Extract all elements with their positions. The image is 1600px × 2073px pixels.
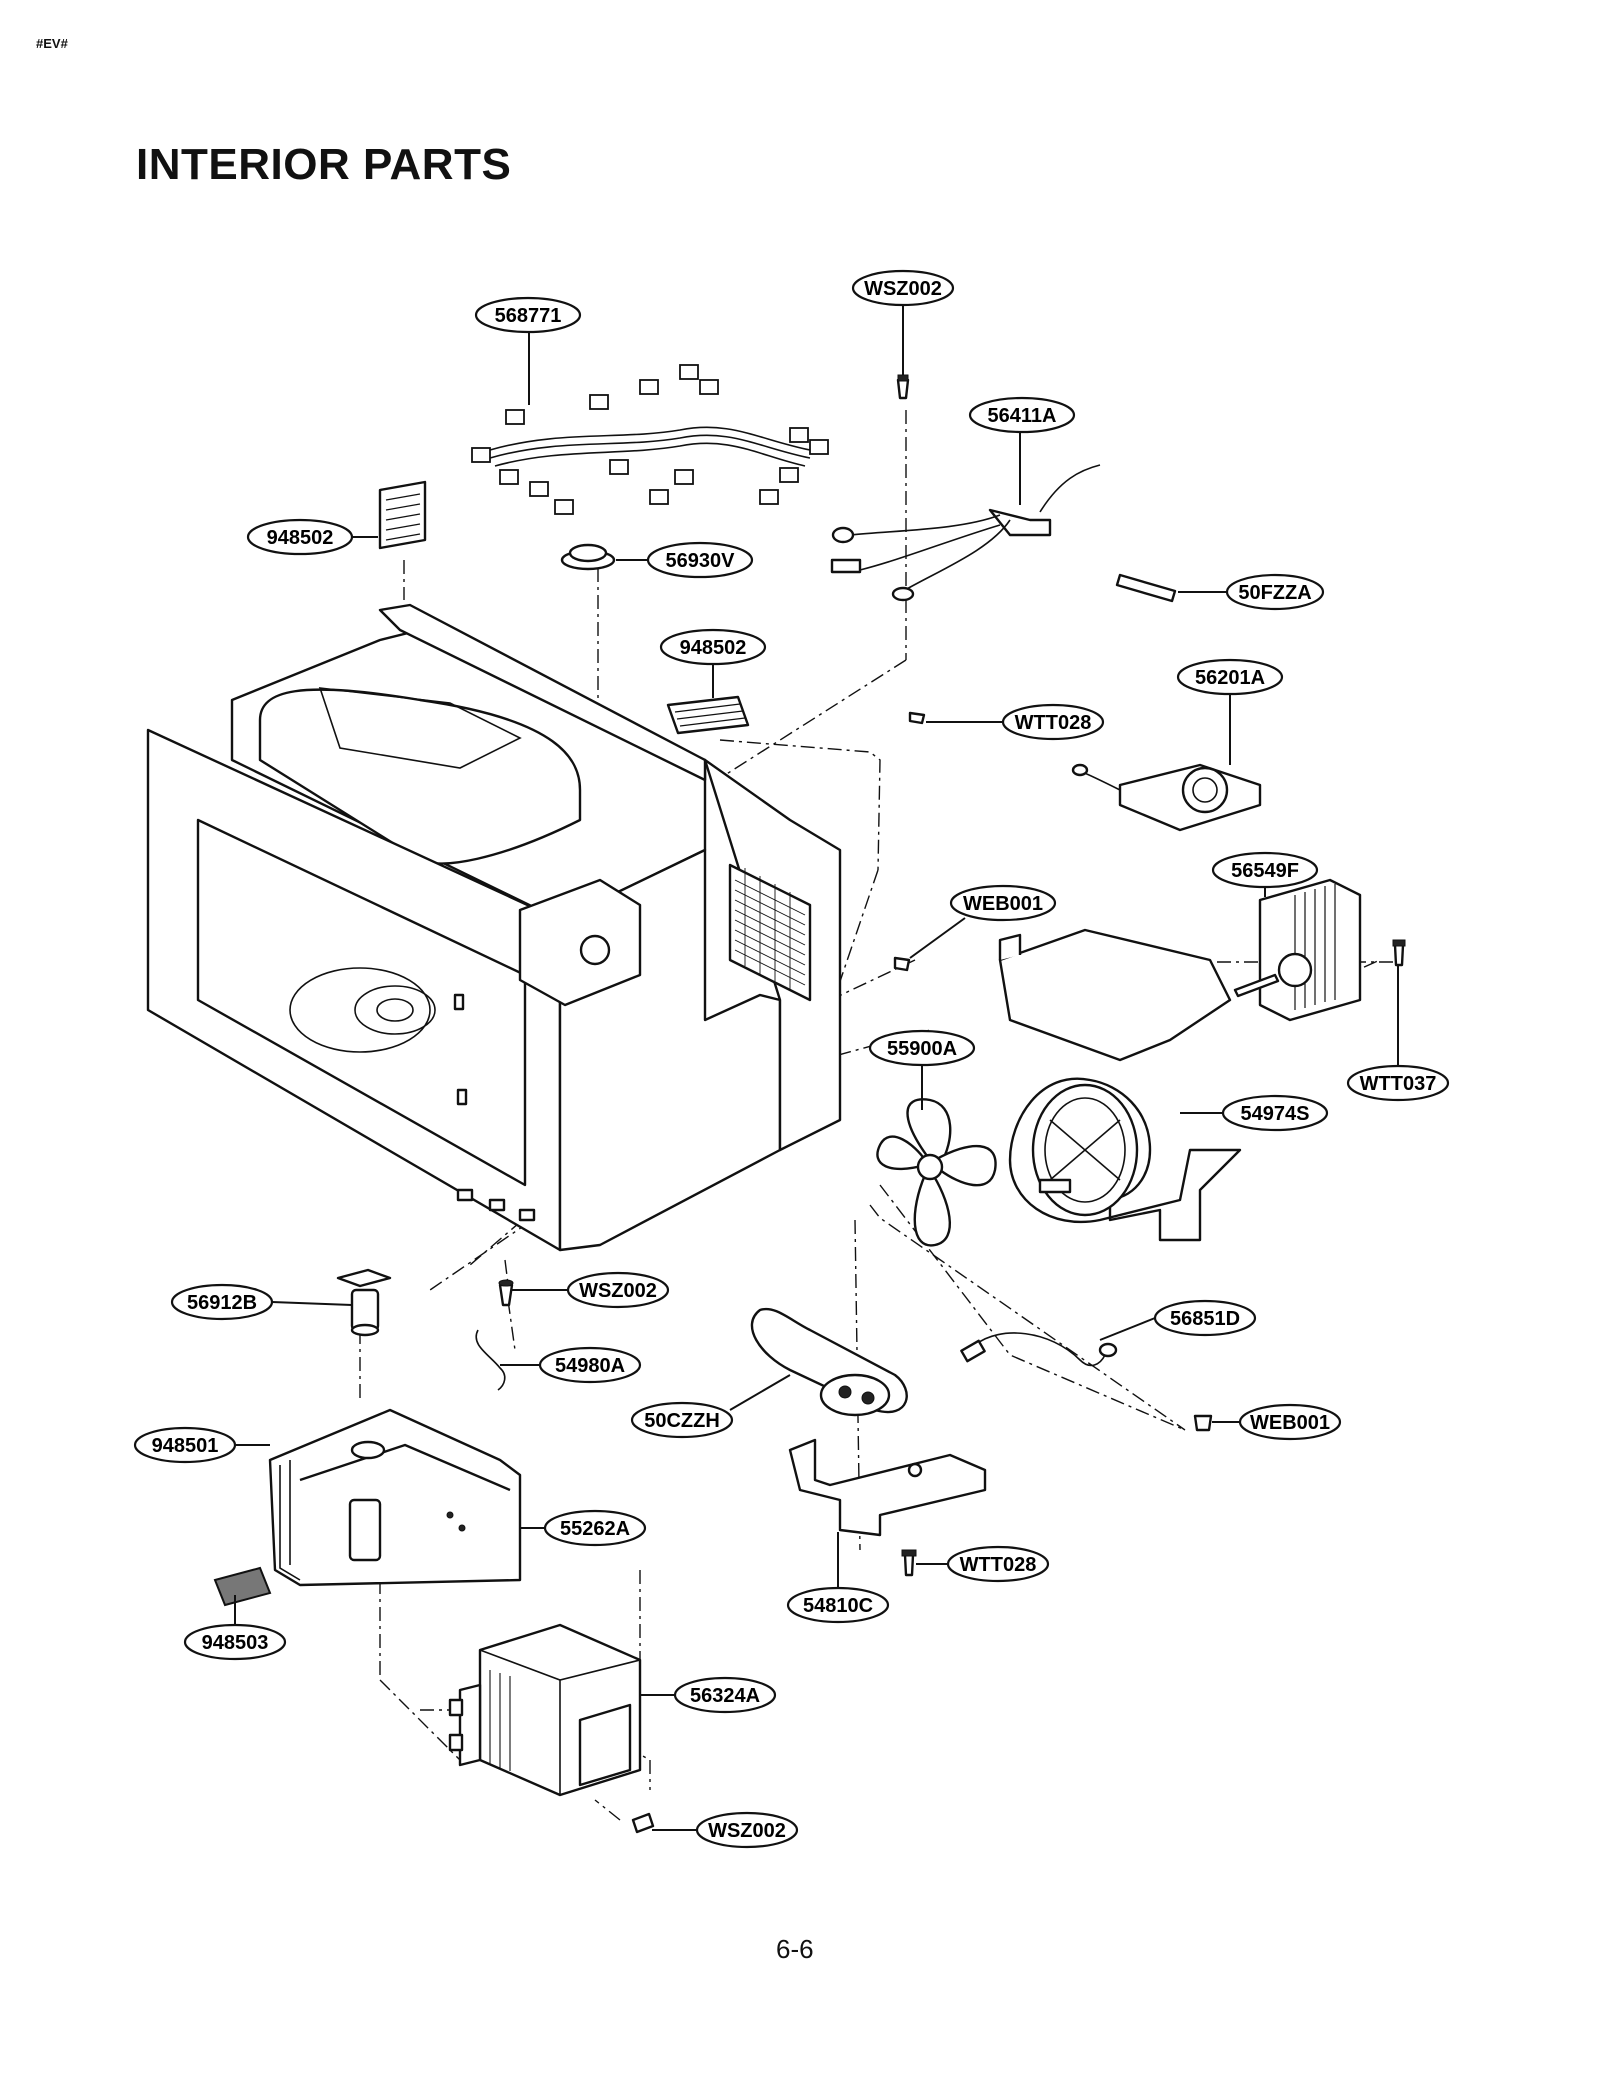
callout-label-wsz002-bottom: WSZ002 [708, 1820, 786, 1842]
callout-55262A: 55262A [543, 1509, 647, 1547]
callout-50CZZH: 50CZZH [630, 1401, 734, 1439]
callout-label-54980A: 54980A [555, 1355, 625, 1377]
callout-56549F: 56549F [1211, 851, 1319, 889]
callout-label-56851D: 56851D [1170, 1308, 1240, 1330]
callout-label-948501: 948501 [152, 1435, 219, 1457]
callout-web001-bottom: WEB001 [1238, 1403, 1342, 1441]
callout-948502-mid: 948502 [659, 628, 767, 666]
wire-assembly-56411A [830, 464, 1101, 602]
callout-wsz002-top: WSZ002 [851, 269, 955, 307]
callout-56851D: 56851D [1153, 1299, 1257, 1337]
leader-lines [234, 305, 1399, 1831]
page-number: 6-6 [776, 1934, 814, 1964]
transformer-55262A [268, 1408, 522, 1587]
callout-label-948502-left: 948502 [267, 527, 334, 549]
callout-label-web001-bottom: WEB001 [1250, 1412, 1330, 1434]
callout-wtt028-top: WTT028 [1001, 703, 1105, 741]
callout-label-50CZZH: 50CZZH [644, 1410, 720, 1432]
callout-label-55262A: 55262A [560, 1518, 630, 1540]
screw-wtt037 [1392, 939, 1406, 967]
power-cord-56851D [960, 1332, 1118, 1367]
header-code: #EV# [36, 36, 68, 51]
callout-label-56549F: 56549F [1231, 860, 1299, 882]
screw-wtt028-bottom [901, 1549, 917, 1577]
callout-56930V: 56930V [646, 541, 754, 579]
callout-55900A: 55900A [868, 1029, 976, 1067]
screw-wsz002-bottom [631, 1812, 655, 1834]
callout-label-wtt028-top: WTT028 [1015, 712, 1092, 734]
noise-filter-56201A [1071, 763, 1262, 832]
fan-duct-54974S [998, 928, 1242, 1242]
fan-blade-55900A [876, 1098, 997, 1247]
callout-web001-top: WEB001 [949, 884, 1057, 922]
screw-wsz002-mid [498, 1279, 514, 1307]
oven-cavity [146, 603, 842, 1252]
callout-56324A: 56324A [673, 1676, 777, 1714]
magnetron-56324A [448, 1623, 642, 1797]
callout-50FZZA: 50FZZA [1225, 573, 1325, 611]
filter-pad-948502-left [378, 480, 427, 550]
callout-label-56930V: 56930V [666, 550, 736, 572]
callout-label-948503: 948503 [202, 1632, 269, 1654]
callout-label-web001-top: WEB001 [963, 893, 1043, 915]
callout-label-wsz002-mid: WSZ002 [579, 1280, 657, 1302]
callout-label-54974S: 54974S [1241, 1103, 1310, 1125]
callout-label-568771: 568771 [495, 305, 562, 327]
callout-948502-left: 948502 [246, 518, 354, 556]
callout-948503: 948503 [183, 1623, 287, 1661]
callout-56411A: 56411A [968, 396, 1076, 434]
wire-harness-568771 [471, 364, 829, 515]
callout-label-50FZZA: 50FZZA [1238, 582, 1311, 604]
callout-wtt037: WTT037 [1346, 1064, 1450, 1102]
callout-54980A: 54980A [538, 1346, 642, 1384]
screw-web001-top [893, 956, 911, 972]
callout-label-wtt028-bottom: WTT028 [960, 1554, 1037, 1576]
bracket-54810C [788, 1438, 987, 1537]
callout-label-54810C: 54810C [803, 1595, 873, 1617]
callout-54974S: 54974S [1221, 1094, 1329, 1132]
callout-wtt028-bottom: WTT028 [946, 1545, 1050, 1583]
capacitor-50CZZH [750, 1307, 908, 1417]
page-title: INTERIOR PARTS [136, 140, 512, 189]
callout-label-56324A: 56324A [690, 1685, 760, 1707]
screw-top [896, 374, 910, 400]
callout-wsz002-bottom: WSZ002 [695, 1811, 799, 1849]
callout-label-55900A: 55900A [887, 1038, 957, 1060]
callout-568771: 568771 [474, 296, 582, 334]
screw-wtt028-top [908, 711, 926, 725]
fan-motor-56549F [1233, 878, 1362, 1022]
callout-label-56411A: 56411A [988, 405, 1057, 427]
screw-web001-bottom [1193, 1414, 1213, 1432]
filter-pad-948502-mid [666, 695, 750, 735]
thermal-fuse-56912B [336, 1268, 392, 1337]
callout-wsz002-mid: WSZ002 [566, 1271, 670, 1309]
callout-label-948502-mid: 948502 [680, 637, 747, 659]
callout-label-wsz002-top: WSZ002 [864, 278, 942, 300]
insulator-pad-948503 [213, 1566, 272, 1607]
callout-label-56201A: 56201A [1195, 667, 1265, 689]
callout-label-56912B: 56912B [187, 1292, 257, 1314]
callout-54810C: 54810C [786, 1586, 890, 1624]
fuse-50FZZA [1115, 573, 1177, 603]
callout-56912B: 56912B [170, 1283, 274, 1321]
callout-948501: 948501 [133, 1426, 237, 1464]
spring-54980A [475, 1329, 506, 1391]
thermostat-56930V [560, 543, 616, 571]
callout-label-wtt037: WTT037 [1360, 1073, 1437, 1095]
callout-56201A: 56201A [1176, 658, 1284, 696]
